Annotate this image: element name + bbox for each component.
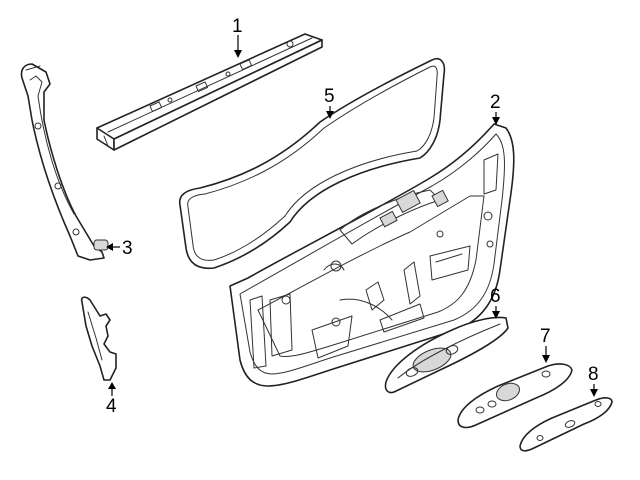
part-7-lower-applique	[457, 363, 573, 429]
callout-number-4: 4	[106, 396, 117, 417]
callout-3: 3	[106, 238, 133, 259]
part-8-molding	[519, 397, 613, 452]
callout-number-1: 1	[232, 16, 243, 37]
callout-4: 4	[106, 382, 117, 417]
part-5-weatherstrip	[178, 58, 446, 270]
callout-1: 1	[232, 16, 243, 58]
part-3-side-garnish	[20, 63, 109, 261]
callout-number-5: 5	[324, 86, 335, 107]
part-4-bracket	[80, 296, 117, 381]
part-1-upper-trim	[96, 33, 323, 151]
callout-5: 5	[324, 86, 335, 119]
callout-number-8: 8	[588, 364, 599, 385]
callout-number-7: 7	[540, 326, 551, 347]
part-6-applique	[384, 316, 509, 394]
callout-2: 2	[490, 92, 501, 125]
callout-6: 6	[490, 286, 501, 319]
callout-8: 8	[588, 364, 599, 397]
callout-7: 7	[540, 326, 551, 363]
callout-number-2: 2	[490, 92, 501, 113]
callout-number-6: 6	[490, 286, 501, 307]
part-2-liftgate-panel	[229, 123, 515, 387]
callout-number-3: 3	[122, 238, 133, 259]
